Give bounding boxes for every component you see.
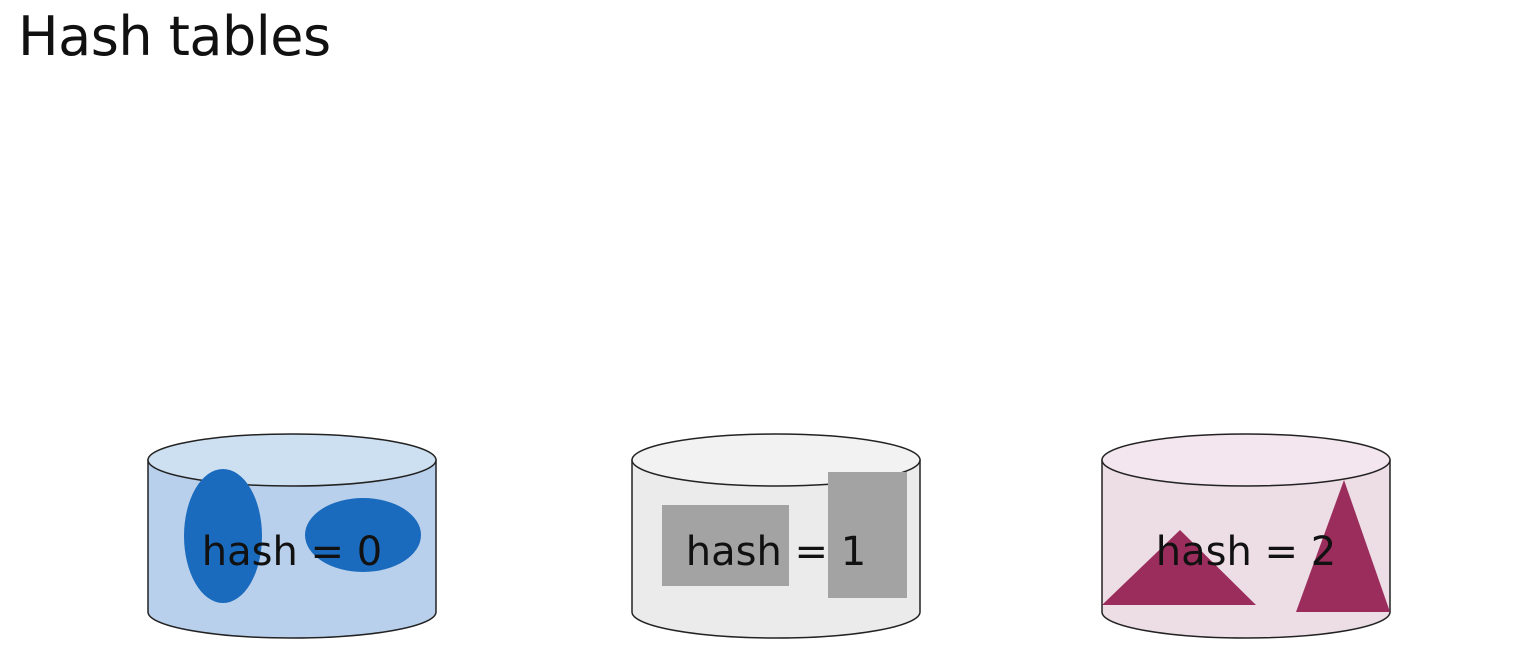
tall-triangle-item xyxy=(1296,480,1390,612)
bucket-2: hash = 2 xyxy=(1101,433,1391,639)
bucket-0: hash = 0 xyxy=(147,433,437,639)
bucket-0-label: hash = 0 xyxy=(202,529,382,575)
bucket-1: hash = 1 xyxy=(631,433,921,639)
bucket-0-rim xyxy=(147,433,437,487)
tall-rectangle-item xyxy=(828,472,907,598)
slide-title: Hash tables xyxy=(18,5,331,68)
wide-rectangle-item xyxy=(662,505,789,586)
bucket-2-label: hash = 2 xyxy=(1156,529,1336,575)
bucket-1-label: hash = 1 xyxy=(686,529,866,575)
tall-ellipse-item xyxy=(184,469,262,603)
wide-ellipse-item xyxy=(305,498,421,572)
bucket-2-rim xyxy=(1101,433,1391,487)
wide-triangle-item xyxy=(1102,530,1256,605)
